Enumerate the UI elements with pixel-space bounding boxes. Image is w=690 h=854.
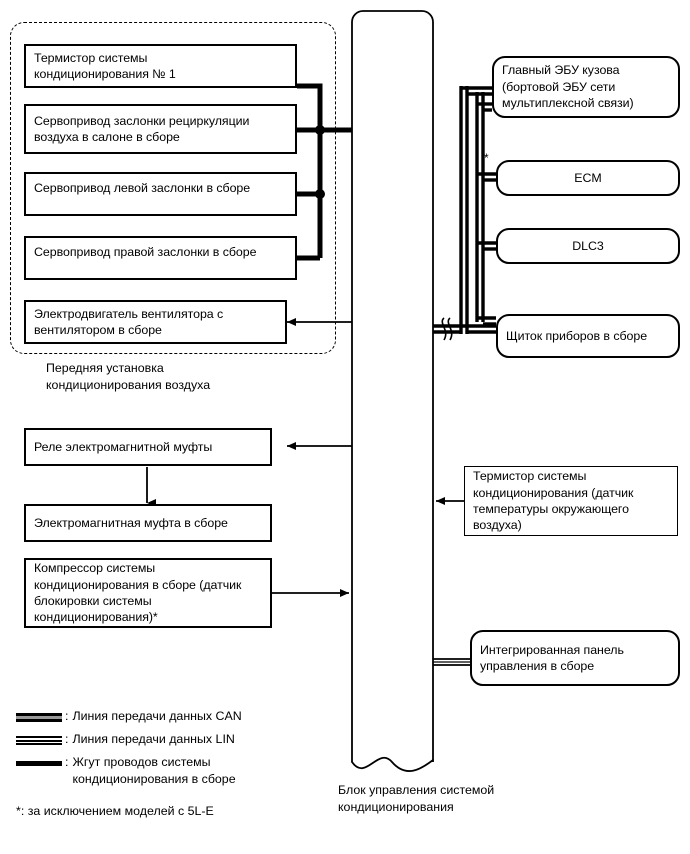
box-ac-compressor-label: Компрессор системы кондиционирования в с… bbox=[34, 561, 242, 625]
can-line-symbol-icon bbox=[16, 713, 62, 722]
box-integration-panel-label: Интегрированная панель управления в сбор… bbox=[480, 642, 624, 673]
central-column-outline bbox=[351, 10, 434, 772]
box-blower-motor[interactable]: Электродвигатель вентилятора с вентилято… bbox=[24, 300, 287, 344]
lin-bus-branch bbox=[433, 658, 470, 666]
can-bus-branches bbox=[433, 86, 496, 334]
legend-item-lin: : Линия передачи данных LIN bbox=[16, 731, 235, 748]
legend-colon-can: : bbox=[65, 709, 69, 723]
central-column-caption: Блок управления системой кондиционирован… bbox=[338, 783, 495, 814]
box-thermistor-1[interactable]: Термистор системы кондиционирования № 1 bbox=[24, 44, 297, 88]
box-dlc3[interactable]: DLC3 bbox=[496, 228, 680, 264]
box-ecm-label: ECM bbox=[574, 170, 602, 185]
legend-label-lin: Линия передачи данных LIN bbox=[72, 732, 235, 746]
front-ac-unit-caption: Передняя установка кондиционирования воз… bbox=[46, 361, 211, 392]
box-ac-compressor[interactable]: Компрессор системы кондиционирования в с… bbox=[24, 558, 272, 628]
box-magnetic-clutch-label: Электромагнитная муфта в сборе bbox=[34, 515, 228, 530]
box-ambient-thermistor[interactable]: Термистор системы кондиционирования (дат… bbox=[464, 466, 678, 536]
box-magnetic-clutch-relay-label: Реле электромагнитной муфты bbox=[34, 439, 213, 454]
box-combination-meter[interactable]: Щиток приборов в сборе bbox=[496, 314, 680, 358]
box-main-body-ecu-label: Главный ЭБУ кузова (бортовой ЭБУ сети му… bbox=[502, 63, 634, 111]
box-combination-meter-label: Щиток приборов в сборе bbox=[506, 328, 648, 343]
legend-colon-lin: : bbox=[65, 732, 69, 746]
box-recirculation-servo-label: Сервопривод заслонки рециркуляции воздух… bbox=[34, 113, 250, 144]
box-thermistor-1-label: Термистор системы кондиционирования № 1 bbox=[34, 50, 176, 81]
box-integration-panel[interactable]: Интегрированная панель управления в сбор… bbox=[470, 630, 680, 686]
box-dlc3-label: DLC3 bbox=[572, 238, 604, 253]
front-ac-unit-group bbox=[10, 22, 336, 354]
legend-label-can: Линия передачи данных CAN bbox=[72, 709, 242, 723]
legend-item-harness: : Жгут проводов системы кондиционировани… bbox=[16, 754, 236, 787]
asterisk-marker: * bbox=[484, 151, 489, 165]
box-left-damper-servo-label: Сервопривод левой заслонки в сборе bbox=[34, 181, 251, 195]
box-magnetic-clutch[interactable]: Электромагнитная муфта в сборе bbox=[24, 504, 272, 542]
legend-colon-harness: : bbox=[65, 755, 69, 769]
lin-line-symbol-icon bbox=[16, 736, 62, 745]
legend-label-harness: Жгут проводов системы кондиционирования … bbox=[72, 755, 236, 786]
legend-item-can: : Линия передачи данных CAN bbox=[16, 708, 242, 725]
box-right-damper-servo[interactable]: Сервопривод правой заслонки в сборе bbox=[24, 236, 297, 280]
can-break-symbol bbox=[441, 317, 453, 341]
box-blower-motor-label: Электродвигатель вентилятора с вентилято… bbox=[34, 306, 224, 337]
can-bus-trunk bbox=[459, 86, 485, 334]
footnote-text: *: за исключением моделей с 5L-E bbox=[16, 804, 214, 818]
box-ambient-thermistor-label: Термистор системы кондиционирования (дат… bbox=[473, 469, 634, 533]
box-left-damper-servo[interactable]: Сервопривод левой заслонки в сборе bbox=[24, 172, 297, 216]
box-right-damper-servo-label: Сервопривод правой заслонки в сборе bbox=[34, 245, 257, 259]
harness-line-symbol-icon bbox=[16, 761, 62, 766]
box-magnetic-clutch-relay[interactable]: Реле электромагнитной муфты bbox=[24, 428, 272, 466]
box-recirculation-servo[interactable]: Сервопривод заслонки рециркуляции воздух… bbox=[24, 104, 297, 154]
box-ecm[interactable]: ECM bbox=[496, 160, 680, 196]
box-main-body-ecu[interactable]: Главный ЭБУ кузова (бортовой ЭБУ сети му… bbox=[492, 56, 680, 118]
